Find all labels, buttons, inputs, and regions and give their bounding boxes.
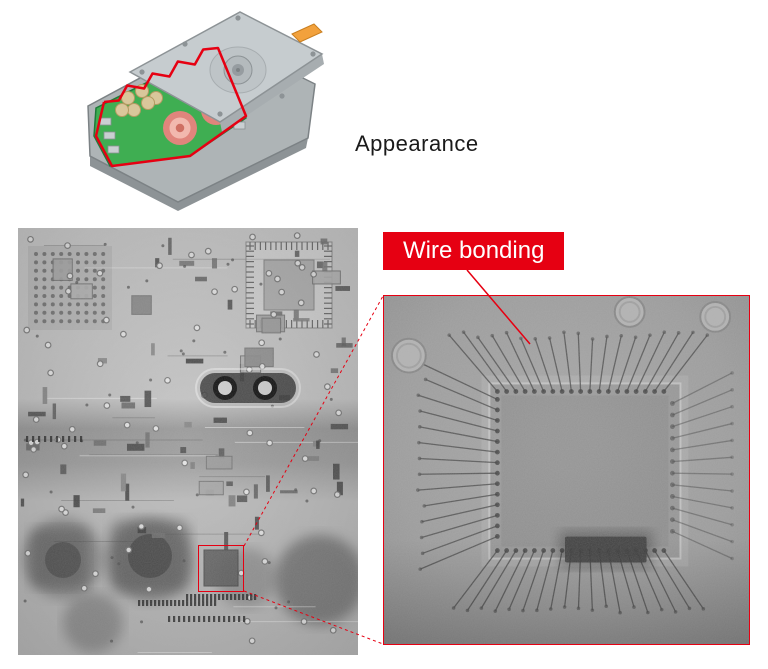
xray-zoom-svg [384,296,749,644]
device-appearance-illustration [70,6,332,211]
zoom-region-highlight-rect [198,545,244,592]
device-illustration-svg [87,11,324,211]
wire-bonding-label: Wire bonding [383,232,565,270]
xray-wire-bonding-zoom-image [383,295,750,645]
appearance-label: Appearance [355,131,479,156]
xray-pcb-overview-image [18,228,358,655]
xray-overview-svg [18,228,358,655]
